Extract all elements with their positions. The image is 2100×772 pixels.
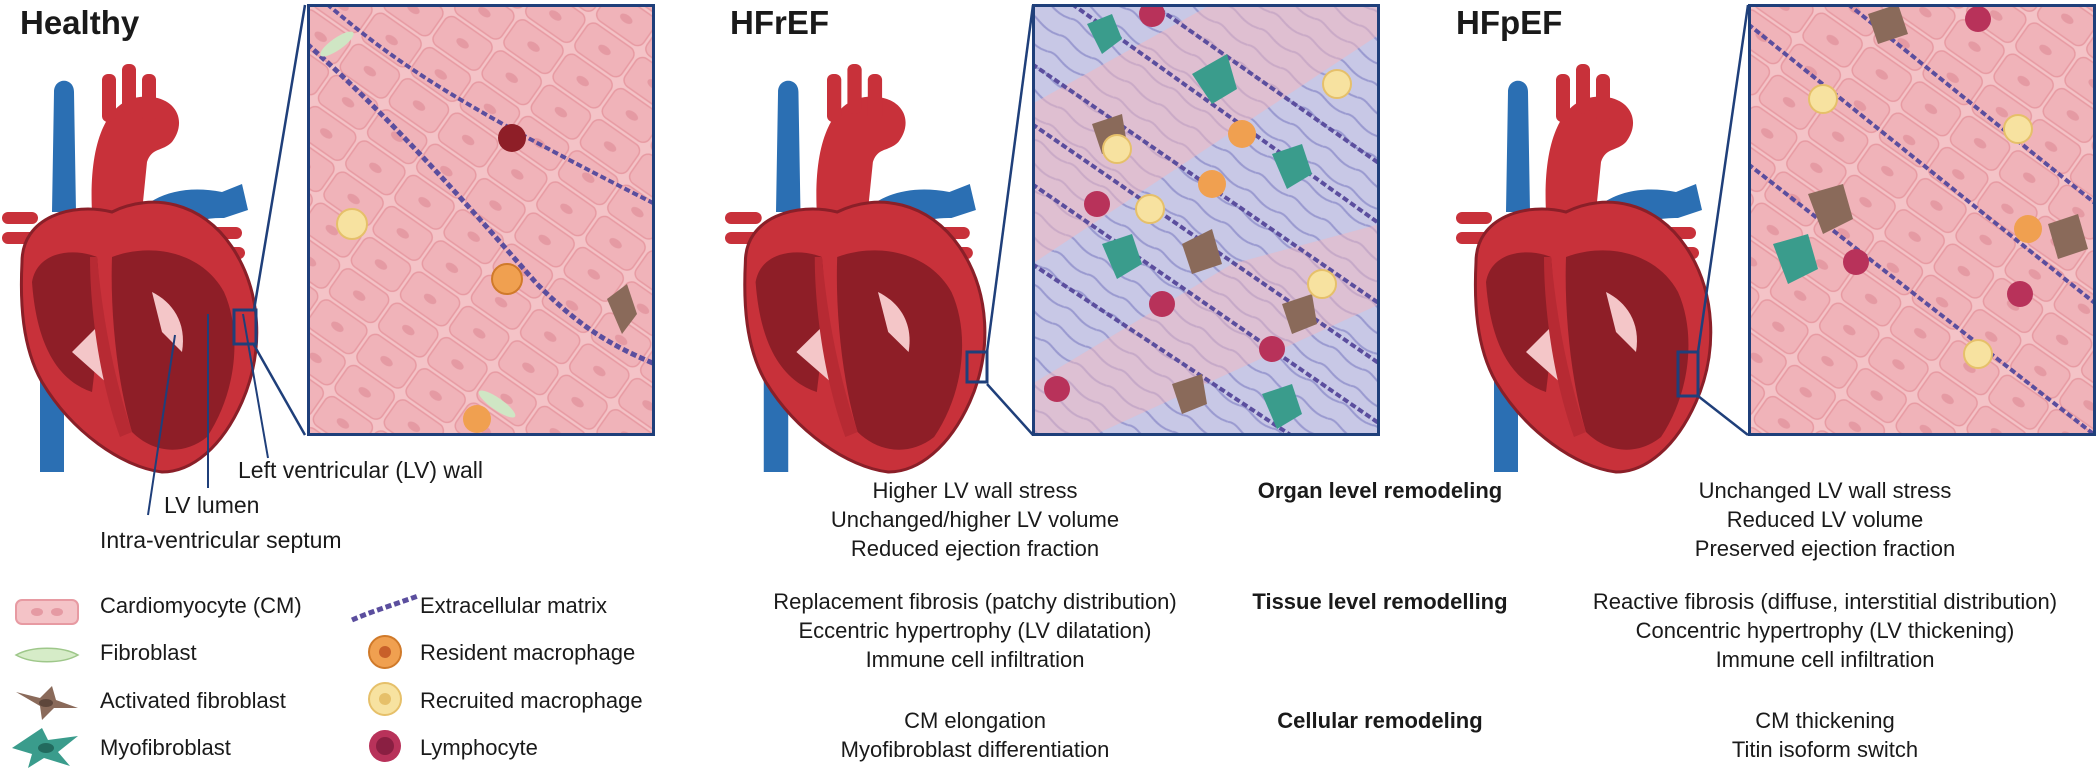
hfref-heart-illustration [725, 62, 989, 474]
healthy-zoom-connector [252, 4, 307, 436]
healthy-heart-illustration [2, 62, 259, 474]
lymphocyte-icon [369, 730, 401, 762]
hfref-tissue-panel [1032, 4, 1380, 436]
cellular-level-heading: Cellular remodeling [1277, 708, 1483, 733]
healthy-tissue-panel [307, 4, 655, 436]
legend-label-resident-macrophage: Resident macrophage [420, 640, 636, 665]
fibroblast-icon [14, 647, 80, 663]
panel-title-hfref: HFrEF [730, 4, 829, 41]
hfpef-heart-illustration [1456, 62, 1713, 474]
hfref-tissue-text: Replacement fibrosis (patchy distributio… [773, 589, 1177, 672]
legend-label-fibroblast: Fibroblast [100, 640, 197, 665]
legend-label-extracellular-matrix: Extracellular matrix [420, 593, 608, 618]
recruited-macrophage-icon [368, 682, 402, 716]
legend-label-recruited-macrophage: Recruited macrophage [420, 688, 643, 713]
activated-fibroblast-icon [16, 686, 78, 720]
hfpef-tissue-text: Reactive fibrosis (diffuse, interstitial… [1592, 589, 2058, 672]
legend-label-activated-fibroblast: Activated fibroblast [100, 688, 286, 713]
hfpef-tissue-panel [1748, 4, 2096, 436]
legend-label-lymphocyte: Lymphocyte [420, 735, 538, 760]
septum-label: Intra-ventricular septum [100, 527, 342, 553]
lv-lumen-label: LV lumen [164, 492, 260, 518]
myofibroblast-icon [12, 728, 78, 768]
hfpef-zoom-connector [1696, 4, 1750, 436]
organ-level-heading: Organ level remodeling [1257, 478, 1503, 503]
tissue-level-heading: Tissue level remodelling [1252, 589, 1508, 614]
resident-macrophage-icon [368, 635, 402, 669]
panel-title-healthy: Healthy [20, 4, 140, 41]
healthy-annotation-lines [147, 313, 269, 516]
cardiomyocyte-icon [15, 599, 79, 625]
panel-title-hfpef: HFpEF [1456, 4, 1563, 41]
legend-label-cardiomyocyte: Cardiomyocyte (CM) [100, 593, 302, 618]
legend-label-myofibroblast: Myofibroblast [100, 735, 231, 760]
extracellular-matrix-icon [350, 593, 419, 623]
lv-wall-label: Left ventricular (LV) wall [238, 457, 483, 483]
hfref-zoom-connector [985, 4, 1035, 436]
